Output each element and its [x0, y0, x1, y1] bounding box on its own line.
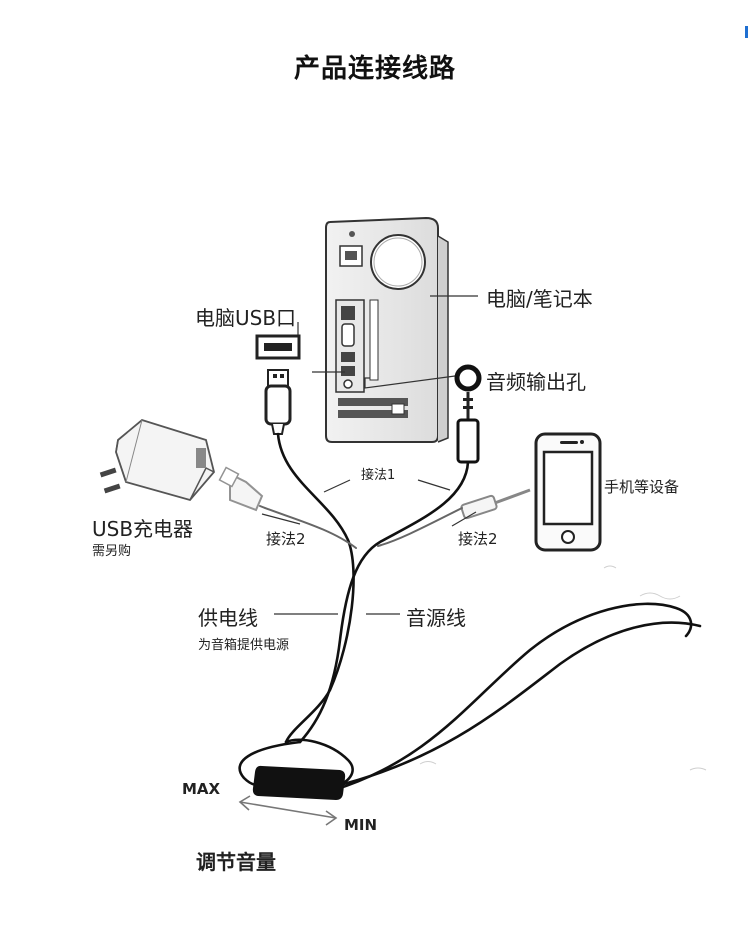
audio-plug-icon	[456, 392, 480, 464]
audio-cable-label: 音源线	[406, 606, 466, 630]
sold-separately-label: 需另购	[92, 544, 132, 559]
phone-label: 手机等设备	[604, 478, 680, 496]
method2-left-label: 接法2	[266, 530, 306, 548]
audio-out-label: 音频输出孔	[486, 370, 586, 394]
min-label: MIN	[344, 816, 378, 834]
corner-accent-mark	[745, 26, 748, 38]
computer-label: 电脑/笔记本	[486, 287, 593, 311]
volume-label: 调节音量	[196, 850, 276, 874]
volume-direction-arrow	[238, 795, 338, 826]
method1-label: 接法1	[361, 468, 396, 483]
usb-plug-left-icon	[218, 466, 264, 512]
usb-port-label: 电脑USB口	[195, 306, 297, 330]
usb-plug-icon	[264, 369, 292, 435]
usb-charger-label: USB充电器	[92, 517, 194, 541]
audio-jack-socket-icon	[454, 364, 482, 392]
max-label: MAX	[182, 780, 221, 798]
usb-port-icon	[255, 334, 301, 360]
audio-plug-right-icon	[460, 488, 531, 520]
power-desc-label: 为音箱提供电源	[198, 638, 290, 653]
volume-control-icon	[252, 765, 346, 800]
power-cable-label: 供电线	[198, 606, 258, 630]
phone-icon	[534, 432, 602, 552]
usb-charger-icon	[99, 418, 215, 502]
background-scribbles	[419, 565, 707, 771]
method2-right-label: 接法2	[458, 530, 498, 548]
computer-tower-icon	[325, 216, 449, 443]
page-title: 产品连接线路	[293, 54, 456, 84]
